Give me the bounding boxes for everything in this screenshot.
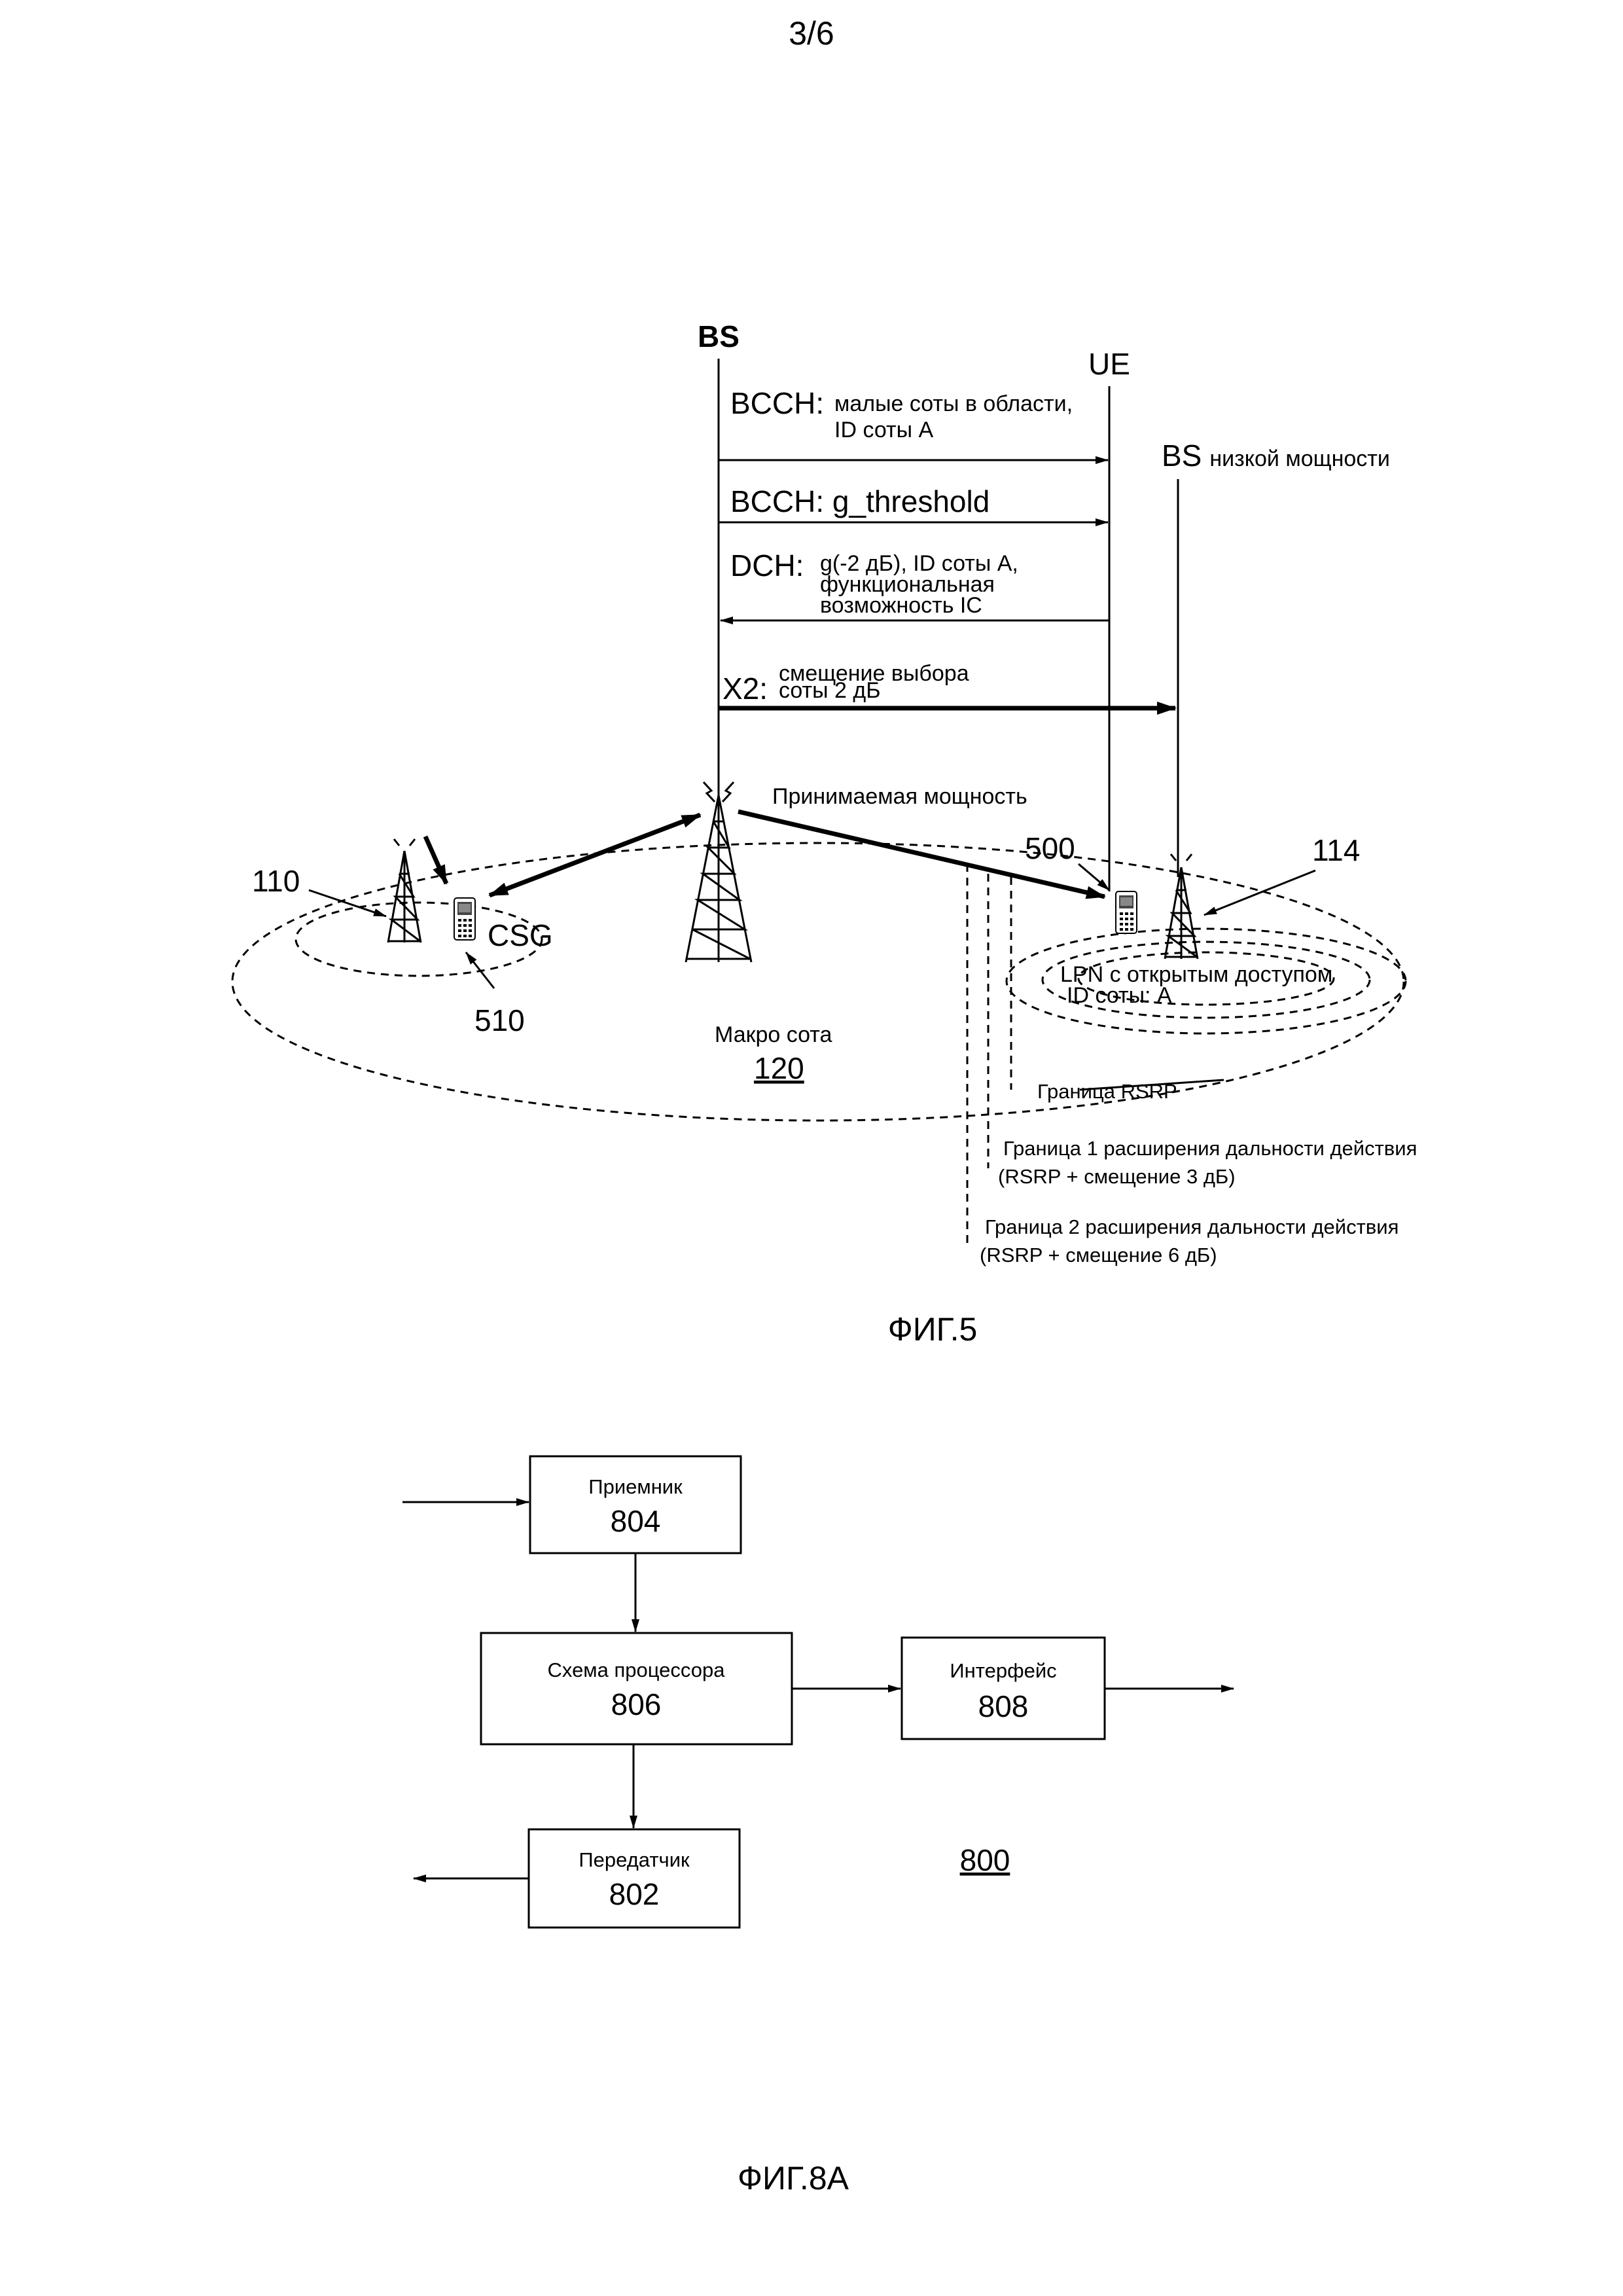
ref-114-leader	[1204, 870, 1315, 915]
receiver-ref: 804	[611, 1504, 661, 1538]
ref-510-leader	[466, 952, 494, 988]
interface-label: Интерфейс	[950, 1659, 1056, 1682]
page-number: 3/6	[789, 15, 834, 52]
msg1-line2: ID соты A	[834, 418, 933, 442]
fig8a-block-diagram: Приемник 804 Схема процессора 806 Интерф…	[402, 1456, 1234, 1928]
csg-tower-icon	[388, 839, 421, 942]
macro-cell-label: Макро сота	[715, 1022, 832, 1047]
processor-ref: 806	[611, 1687, 662, 1721]
msg4-channel: X2:	[722, 672, 768, 706]
msg1-channel: BCCH:	[730, 386, 824, 420]
macro-csg-link-arrow	[490, 815, 700, 895]
fig5-network-scene: Принимаемая мощность 500 114 110 CSG 510…	[232, 782, 1417, 1266]
macro-tower-icon	[686, 782, 751, 962]
ext2-label-line1: Граница 2 расширения дальности действия	[985, 1215, 1399, 1238]
ext1-label-line2: (RSRP + смещение 3 дБ)	[998, 1165, 1236, 1188]
csg-ue-phone-icon	[454, 898, 475, 940]
interface-block	[902, 1638, 1105, 1739]
processor-label: Схема процессора	[548, 1659, 726, 1681]
ref-110-leader	[309, 890, 386, 916]
msg3-channel: DCH:	[730, 548, 804, 583]
interface-ref: 808	[978, 1689, 1029, 1723]
ref-110-label: 110	[252, 864, 300, 898]
lpn-label-line2: ID соты: A	[1067, 983, 1172, 1008]
fig8a-caption: ФИГ.8А	[738, 2160, 849, 2197]
device-ref: 800	[960, 1843, 1010, 1877]
received-power-label: Принимаемая мощность	[772, 784, 1027, 809]
msg2-text: BCCH: g_threshold	[730, 484, 990, 518]
csg-label: CSG	[488, 918, 553, 952]
transmitter-label: Передатчик	[579, 1848, 690, 1871]
transmitter-ref: 802	[609, 1877, 660, 1911]
ref-500-leader	[1079, 864, 1109, 890]
ext2-label-line2: (RSRP + смещение 6 дБ)	[980, 1244, 1217, 1266]
rsrp-border-label: Граница RSRP	[1037, 1080, 1177, 1103]
msg1-line1: малые соты в области,	[834, 391, 1073, 416]
ref-510-label: 510	[474, 1003, 525, 1037]
ref-120-label: 120	[754, 1051, 804, 1085]
fig5-caption: ФИГ.5	[888, 1311, 978, 1348]
bs-label: BS	[698, 319, 740, 353]
receiver-label: Приемник	[588, 1475, 683, 1498]
ref-500-label: 500	[1025, 831, 1075, 865]
ext1-label-line1: Граница 1 расширения дальности действия	[1003, 1137, 1417, 1160]
ref-114-label: 114	[1312, 833, 1360, 867]
ue-500-phone-icon	[1116, 891, 1137, 933]
ue-label: UE	[1088, 347, 1130, 381]
msg3-line3: возможность IC	[820, 593, 982, 618]
msg4-line2: соты 2 дБ	[779, 678, 881, 703]
lpbs-label: BSнизкой мощности	[1162, 439, 1390, 473]
